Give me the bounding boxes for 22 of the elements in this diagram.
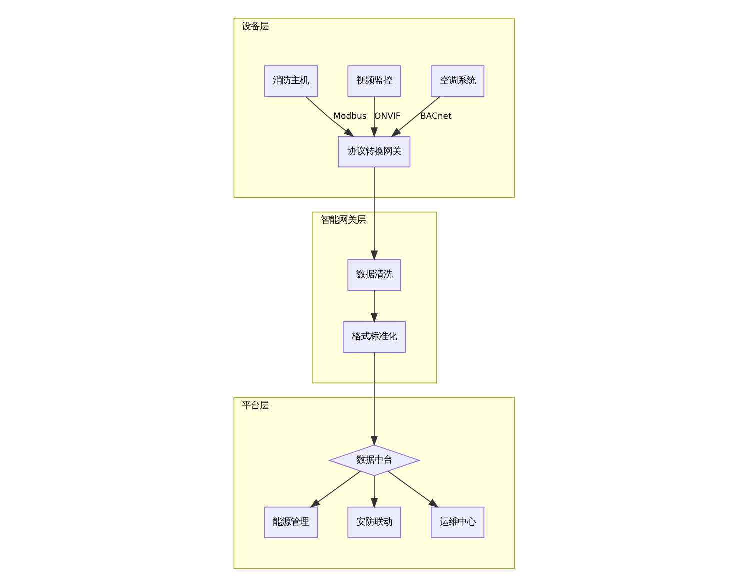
edge-label: ONVIF — [374, 112, 400, 122]
arrow — [370, 96, 378, 138]
node-box: 格式标准化 — [342, 322, 406, 354]
edge-label: Modbus — [333, 112, 366, 122]
arrow — [310, 470, 361, 508]
arrow — [370, 476, 378, 509]
arrow — [387, 470, 438, 508]
arrow — [370, 167, 378, 261]
node-box: 空调系统 — [430, 66, 484, 98]
node-box: 协议转换网关 — [338, 136, 410, 168]
node-box: 安防联动 — [347, 506, 401, 538]
node-box: 能源管理 — [264, 506, 318, 538]
node-box: 消防主机 — [264, 66, 318, 98]
node-box: 数据清洗 — [347, 260, 401, 291]
node-box: 视频监控 — [347, 66, 401, 98]
arrow — [390, 96, 440, 138]
arrow — [305, 96, 354, 138]
node-box: 运维中心 — [430, 506, 484, 538]
arrow — [370, 290, 378, 324]
arrow — [370, 352, 378, 446]
edge-label: BACnet — [420, 112, 452, 122]
node-diamond: 数据中台 — [328, 444, 420, 476]
